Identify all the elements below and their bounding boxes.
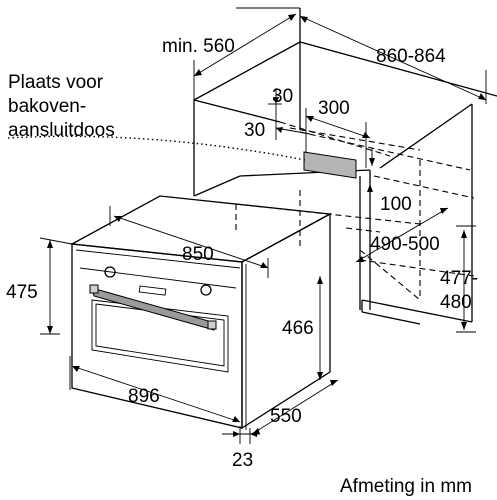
label-550: 550 [270, 406, 302, 427]
oven-handle [89, 284, 217, 331]
dim-socket [268, 88, 375, 168]
dim-477-480 [456, 225, 476, 333]
label-100: 100 [380, 194, 412, 215]
label-860-864: 860-864 [376, 46, 446, 67]
label-30-side: 30 [244, 120, 265, 141]
oven-body [69, 195, 333, 430]
dim-896 [69, 356, 241, 423]
label-475: 475 [6, 282, 38, 303]
dim-850 [109, 206, 269, 278]
dim-466 [317, 276, 323, 380]
label-unit-note: Afmeting in mm [340, 476, 472, 497]
dim-23 [222, 426, 260, 444]
label-socket-note-1: Plaats voor [8, 72, 104, 93]
label-896: 896 [128, 386, 160, 407]
label-300: 300 [318, 98, 350, 119]
dim-860-864 [299, 15, 487, 104]
dim-min-560 [193, 7, 300, 100]
label-466: 466 [282, 318, 314, 339]
label-480: 480 [440, 292, 472, 313]
label-490-500: 490-500 [370, 234, 440, 255]
label-min-560: min. 560 [162, 36, 235, 57]
label-30-top: 30 [272, 86, 293, 107]
socket-box [303, 151, 357, 179]
niche-hidden-lines [235, 121, 475, 301]
label-socket-note-2: bakoven- [8, 96, 86, 117]
dim-100 [367, 184, 373, 210]
socket-leader [7, 135, 306, 161]
dim-475 [39, 237, 73, 335]
label-850: 850 [182, 244, 214, 265]
label-23: 23 [232, 450, 253, 471]
label-socket-note-3: aansluitdoos [8, 120, 115, 141]
label-477: 477- [440, 268, 478, 289]
dim-490-500 [355, 207, 449, 263]
